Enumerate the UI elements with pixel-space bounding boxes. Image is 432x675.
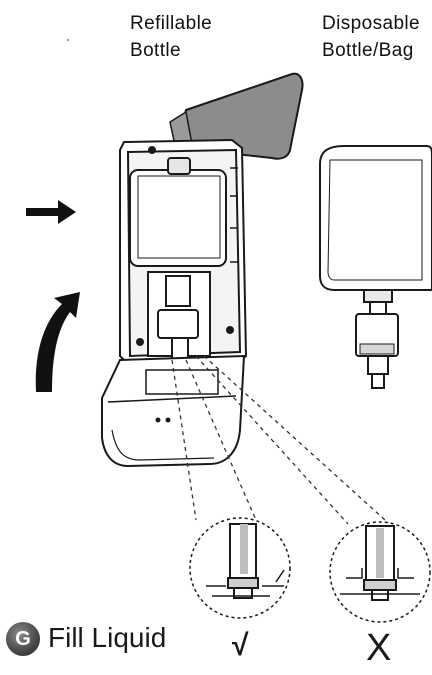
correct-mark: √ bbox=[232, 629, 249, 662]
disposable-bottle-label: Disposable Bottle/Bag bbox=[322, 10, 420, 64]
zoom-guide-lines bbox=[171, 355, 397, 531]
step-badge: G bbox=[6, 622, 40, 656]
refillable-label-line-1: Refillable bbox=[130, 13, 213, 34]
wrong-mark: X bbox=[366, 627, 392, 669]
speck bbox=[67, 39, 69, 41]
disposable-bottle bbox=[319, 145, 432, 389]
arrow-right-icon bbox=[26, 200, 76, 224]
disposable-label-line-1: Disposable bbox=[322, 13, 420, 34]
refillable-label-line-2: Bottle bbox=[130, 40, 181, 61]
step-title: Fill Liquid bbox=[48, 622, 167, 653]
detail-correct bbox=[189, 517, 291, 619]
arrow-curved-up-icon bbox=[35, 292, 80, 392]
refillable-bottle-label: Refillable Bottle bbox=[130, 10, 212, 64]
dispenser-unit bbox=[101, 138, 248, 468]
disposable-label-line-2: Bottle/Bag bbox=[322, 40, 414, 61]
detail-wrong bbox=[329, 521, 431, 623]
